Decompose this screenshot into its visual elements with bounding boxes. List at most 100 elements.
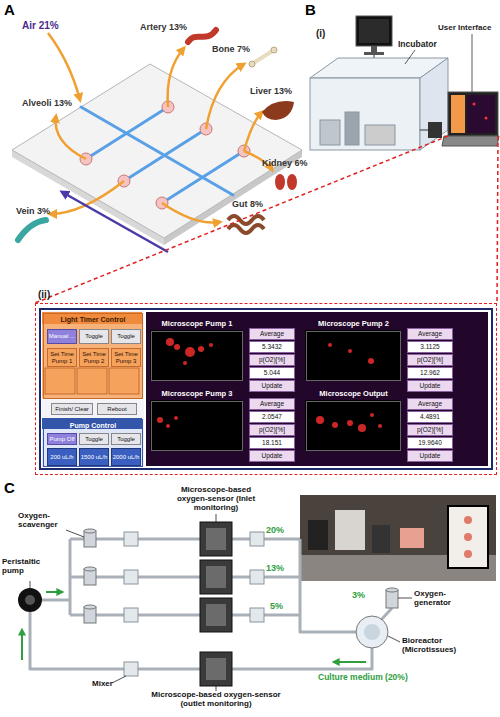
figure-label: Bone 7% — [212, 44, 250, 54]
oxygen-sensor — [200, 652, 232, 686]
node-text: Update — [420, 453, 441, 460]
ui-window — [45, 368, 75, 394]
laptop — [467, 95, 495, 133]
oxygen-arrow — [206, 64, 244, 129]
figure-label: Kidney 6% — [262, 158, 308, 168]
microscope-image — [305, 330, 400, 380]
figure-label: Oxygen-generator — [414, 590, 476, 608]
laptop — [448, 92, 498, 136]
tubing — [30, 612, 200, 669]
setup-photo — [400, 528, 424, 548]
ui-button: 2000 uL/h — [111, 448, 141, 466]
mixer — [124, 608, 138, 622]
ui-button: Finish/ Clear — [51, 403, 93, 415]
microscope-camera — [359, 19, 389, 43]
ui-button: Toggle — [79, 329, 109, 344]
oxygen-arrow — [50, 181, 124, 214]
microscope-camera — [371, 46, 377, 52]
laptop — [420, 130, 428, 131]
microscope-view: Microscope Output — [306, 401, 401, 451]
tubing — [70, 539, 200, 615]
oxygen-sensor — [206, 566, 226, 588]
blood-channel — [86, 107, 168, 159]
ui-button: Reboot — [97, 403, 137, 415]
figure-label: Culture medium (20%) — [318, 673, 408, 683]
leader-line — [30, 514, 412, 691]
ui-button: Manual ... — [47, 329, 77, 344]
value-field: Average — [407, 328, 453, 340]
ui-window — [109, 368, 139, 394]
control-panel: Light Timer ControlManual ...ToggleToggl… — [43, 313, 143, 399]
organ-icon — [287, 174, 297, 190]
node-text: 1500 uL/h — [81, 454, 108, 460]
mixer — [124, 570, 138, 584]
value-field: 18.151 — [249, 437, 295, 449]
ui-button: Toggle — [79, 433, 109, 445]
node-text: 4.4891 — [420, 414, 440, 421]
ui-window — [40, 309, 492, 469]
leader-line — [216, 514, 217, 522]
value-field: 5.044 — [249, 367, 295, 379]
blood-channel — [81, 107, 233, 195]
ui-button: Set Time Pump 2 — [79, 348, 109, 367]
blood-channel — [162, 151, 244, 203]
organ-icon — [18, 30, 297, 240]
value-field: Update — [249, 380, 295, 392]
node-text: 2000 uL/h — [113, 454, 140, 460]
leader-line — [30, 581, 31, 588]
mixer — [124, 532, 264, 676]
ui-window — [40, 309, 492, 469]
organ-icon — [18, 220, 46, 240]
oxygen-arrow — [168, 48, 184, 107]
value-field: Average — [249, 328, 295, 340]
microscope-image — [183, 361, 187, 365]
figure-label: 3% — [352, 590, 365, 600]
value-field: 2.0547 — [249, 411, 295, 423]
figure-label: Oxygen-scavenger — [18, 512, 78, 530]
oxygen-scavenger — [84, 605, 96, 609]
oxygen-sensor — [206, 658, 226, 680]
mixer — [250, 608, 264, 622]
leader-line — [472, 34, 473, 92]
ui-window — [42, 418, 142, 466]
leader-line — [112, 676, 126, 683]
flow-arrow — [21, 630, 23, 660]
laptop — [420, 92, 499, 146]
node-text: p(O2)[%] — [417, 357, 443, 364]
microscope-image — [316, 416, 324, 424]
figure-label: Bioreactor (Microtissues) — [402, 637, 492, 655]
figure-label: Vein 3% — [16, 206, 50, 216]
node-text: Microscope Pump 1 — [140, 320, 254, 328]
tubing — [232, 648, 372, 669]
figure-label: 5% — [270, 601, 283, 611]
figure-label: C — [4, 480, 15, 497]
control-panel: Pump ControlPump OffToggleToggle200 uL/h… — [43, 419, 143, 467]
value-field: 4.4891 — [407, 411, 453, 423]
figure-label: Alveoli 13% — [22, 98, 72, 108]
figure-label: Gut 8% — [232, 199, 263, 209]
oxygen-sensor — [200, 560, 232, 594]
node-text: (ii) — [38, 290, 50, 301]
oxygen-sensor — [200, 522, 232, 686]
microscope-image — [174, 344, 180, 350]
organ-icon — [188, 30, 216, 42]
value-field: Average — [407, 398, 453, 410]
organ-chip — [12, 64, 302, 245]
ui-button: Pump Off — [47, 433, 77, 445]
value-field: p(O2)[%] — [249, 424, 295, 436]
figure-label: (i) — [316, 28, 325, 39]
node-text: Manual ... — [49, 333, 75, 339]
oxygen-sensor — [200, 598, 232, 632]
tubing — [30, 539, 392, 669]
value-field: 12.962 — [407, 367, 453, 379]
organ-icon — [275, 174, 285, 190]
microscope-image — [305, 400, 400, 450]
node-text: Average — [260, 401, 284, 408]
peristaltic-pump — [18, 588, 42, 612]
setup-photo — [308, 520, 328, 550]
node-text: Set Time Pump 1 — [48, 351, 76, 364]
value-field: p(O2)[%] — [407, 424, 453, 436]
peristaltic-pump — [18, 588, 42, 612]
leader-line — [398, 598, 412, 599]
laptop — [473, 103, 476, 106]
